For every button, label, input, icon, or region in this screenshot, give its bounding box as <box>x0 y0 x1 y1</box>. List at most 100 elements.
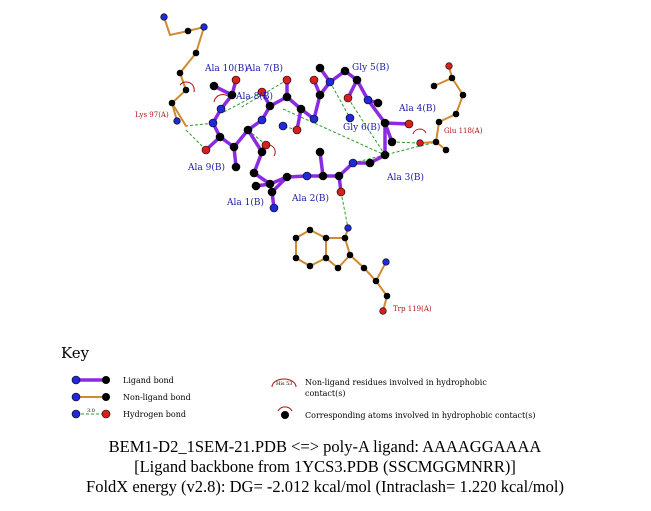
carbon-atom <box>184 27 192 35</box>
nitrogen-atom <box>269 203 279 213</box>
carbon-atom <box>365 158 375 168</box>
carbon-atom <box>296 104 306 114</box>
oxygen-atom <box>292 125 302 135</box>
nitrogen-atom <box>208 118 218 128</box>
oxygen-atom <box>231 75 241 85</box>
nitrogen-atom <box>348 158 358 168</box>
residue-labels: Lys 97(A) Glu 118(A) Trp 119(A) <box>135 111 483 313</box>
trp119-chain <box>349 254 389 312</box>
carbon-atom <box>341 234 349 242</box>
nitrogen-atom <box>173 117 181 125</box>
oxygen-atom <box>445 62 453 70</box>
carbon-atom <box>265 179 275 189</box>
carbon-atom <box>315 63 325 73</box>
legend-hydrophobic-residues-line1: Non-ligand residues involved in hydropho… <box>305 378 487 387</box>
oxygen-atom <box>379 307 387 315</box>
carbon-atom <box>452 110 460 118</box>
oxygen-atom <box>416 139 424 147</box>
carbon-atom <box>292 234 300 242</box>
carbon-atom <box>442 146 450 154</box>
label-gly5: Gly 5(B) <box>352 62 389 73</box>
carbon-atom <box>435 118 443 126</box>
carbon-atom <box>346 251 354 259</box>
legend-hydrophobic-residue-sample: His 53 <box>276 381 292 387</box>
nitrogen-atom <box>200 23 208 31</box>
carbon-atom <box>380 150 390 160</box>
label-gly6: Gly 6(B) <box>343 122 380 133</box>
carbon-atom <box>249 168 259 178</box>
hydrogen-bonds <box>184 79 437 229</box>
carbon-atom <box>176 69 184 77</box>
nitrogen-atom <box>160 13 168 21</box>
carbon-atom <box>322 254 330 262</box>
trp119-ring-6 <box>295 228 327 268</box>
carbon-atom <box>282 172 292 182</box>
carbon-atom <box>459 91 467 99</box>
carbon-atom <box>430 82 438 90</box>
carbon-atom <box>334 264 342 272</box>
carbon-atom <box>102 376 110 384</box>
trp119-ring-5 <box>325 237 352 270</box>
ligand-bonds <box>204 66 411 210</box>
oxygen-atom <box>336 187 346 197</box>
carbon-atom <box>306 226 314 234</box>
carbon-atom <box>231 162 241 172</box>
oxygen-atom <box>282 75 292 85</box>
carbon-atom <box>373 98 383 108</box>
nitrogen-atom <box>257 115 267 125</box>
caption-line2: [Ligand backbone from 1YCS3.PDB (SSCMGGM… <box>134 457 516 476</box>
label-ala1: Ala 1(B) <box>226 197 264 208</box>
carbon-atom <box>360 264 368 272</box>
carbon-atom <box>383 292 391 300</box>
legend: Key Ligand bond Non-ligand bond 3.0 Hydr… <box>61 344 536 420</box>
oxygen-atom <box>257 87 267 97</box>
ligand-labels: Ala 10(B) Ala 7(B) Ala 8(B) Gly 5(B) Ala… <box>187 62 436 208</box>
carbon-atom <box>267 187 277 197</box>
hbond-line <box>329 81 351 119</box>
carbon-atom <box>306 262 314 270</box>
hbond-line <box>347 97 386 156</box>
legend-title: Key <box>61 344 90 362</box>
carbon-atom <box>215 132 225 142</box>
oxygen-atom <box>404 119 414 129</box>
carbon-atom <box>318 171 328 181</box>
carbon-atom <box>432 138 440 146</box>
nitrogen-atom <box>325 77 335 87</box>
legend-nonligand-bond-label: Non-ligand bond <box>123 393 191 402</box>
lys97-chain <box>163 16 206 127</box>
carbon-atom <box>265 101 275 111</box>
label-lys97: Lys 97(A) <box>135 111 169 119</box>
nitrogen-atom <box>71 409 81 419</box>
carbon-atom <box>229 142 239 152</box>
carbon-atom <box>281 411 289 419</box>
nitrogen-atom <box>302 171 312 181</box>
carbon-atom <box>292 254 300 262</box>
label-ala3: Ala 3(B) <box>386 172 424 183</box>
nitrogen-atom <box>278 121 288 131</box>
legend-hydrophobic-residue-arc <box>271 378 297 388</box>
carbon-atom <box>251 181 261 191</box>
carbon-atom <box>192 49 200 57</box>
label-ala9: Ala 9(B) <box>187 162 225 173</box>
nitrogen-atom <box>382 258 390 266</box>
nitrogen-atom <box>216 104 226 114</box>
caption-line1: BEM1-D2_1SEM-21.PDB <=> poly-A ligand: A… <box>109 437 542 456</box>
carbon-atom <box>380 118 390 128</box>
carbon-atom <box>315 90 325 100</box>
carbon-atom <box>372 277 380 285</box>
label-trp119: Trp 119(A) <box>393 305 432 313</box>
hbond-line <box>340 191 349 229</box>
legend-hydrophobic-atom-arc <box>277 406 293 412</box>
atoms <box>160 13 467 315</box>
oxygen-atom <box>309 75 319 85</box>
label-ala7: Ala 7(B) <box>245 63 283 74</box>
carbon-atom <box>257 147 267 157</box>
carbon-atom <box>322 234 330 242</box>
nitrogen-atom <box>344 224 352 232</box>
carbon-atom <box>102 393 110 401</box>
carbon-atom <box>227 90 237 100</box>
carbon-atom <box>352 75 362 85</box>
nitrogen-atom <box>71 392 81 402</box>
carbon-atom <box>334 171 344 181</box>
